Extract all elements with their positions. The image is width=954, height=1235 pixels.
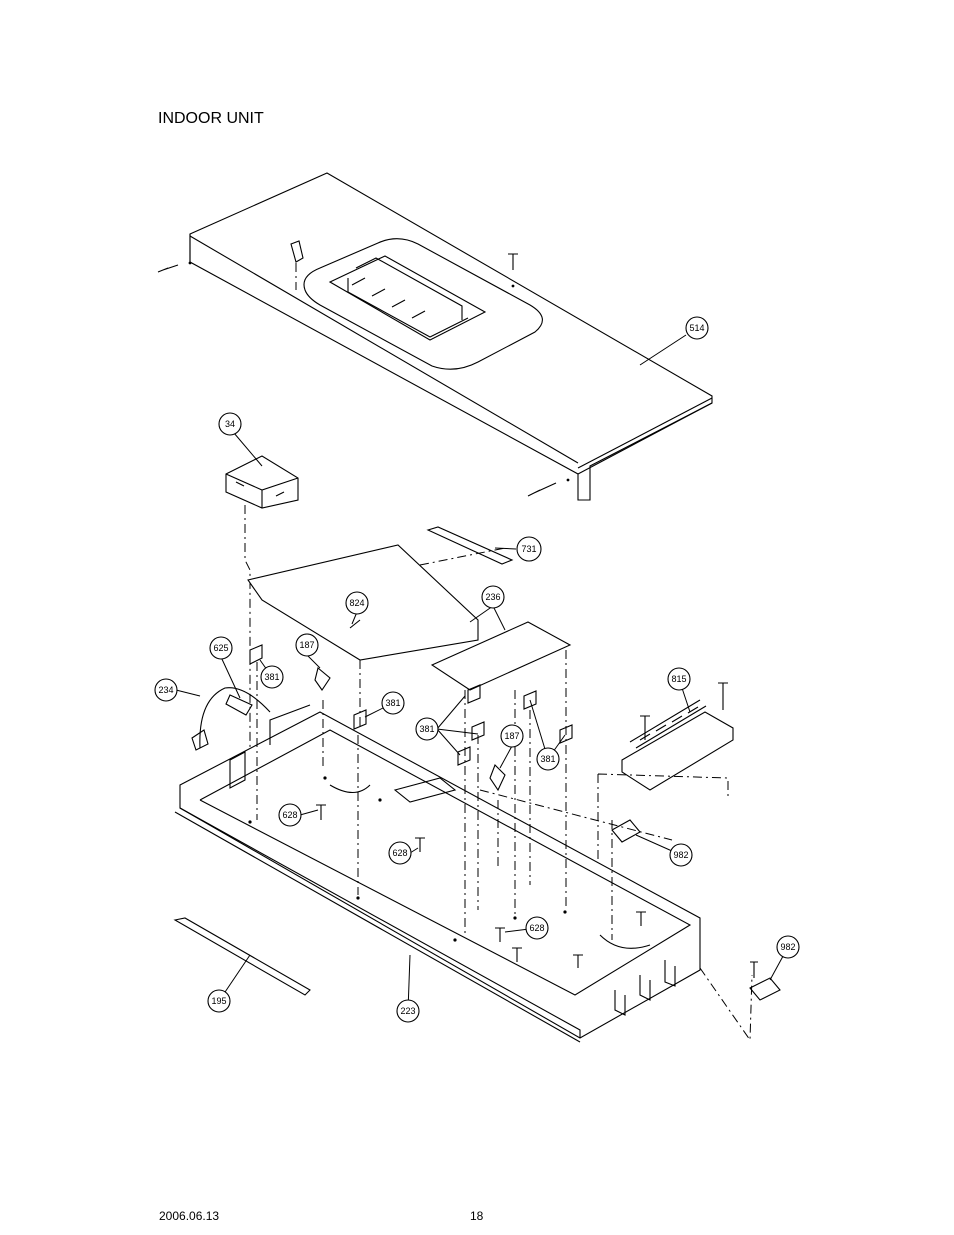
callout-824: 824: [345, 591, 369, 615]
callout-187: 187: [500, 724, 524, 748]
callout-label: 514: [689, 323, 704, 333]
callout-label: 731: [521, 544, 536, 554]
assembly-lines: [256, 650, 753, 1042]
callout-223: 223: [396, 999, 420, 1023]
callout-label: 815: [671, 674, 686, 684]
callout-label: 187: [299, 640, 314, 650]
callout-381: 381: [260, 665, 284, 689]
callout-label: 234: [158, 685, 173, 695]
screws: [316, 804, 646, 968]
callout-628: 628: [525, 916, 549, 940]
callout-label: 982: [673, 850, 688, 860]
callout-982: 982: [669, 843, 693, 867]
callout-label: 628: [282, 810, 297, 820]
callout-label: 381: [264, 672, 279, 682]
callout-187: 187: [295, 633, 319, 657]
callout-label: 195: [211, 996, 226, 1006]
callout-label: 628: [529, 923, 544, 933]
callout-label: 223: [400, 1006, 415, 1016]
electrical-box: [225, 455, 299, 820]
callout-label: 381: [419, 724, 434, 734]
cable-tie: [173, 917, 311, 996]
callout-label: 187: [504, 731, 519, 741]
callout-628: 628: [278, 803, 302, 827]
footer-date: 2006.06.13: [159, 1209, 220, 1223]
callout-label: 628: [392, 848, 407, 858]
wire-holders: [611, 819, 781, 1001]
clips: [249, 644, 573, 792]
callout-label: 625: [213, 643, 228, 653]
callout-label: 381: [385, 698, 400, 708]
callout-234: 234: [154, 678, 178, 702]
callout-815: 815: [667, 667, 691, 691]
callout-514: 514: [685, 316, 709, 340]
callout-label: 236: [485, 592, 500, 602]
callout-label: 824: [349, 598, 364, 608]
callout-34: 34: [218, 412, 242, 436]
callout-label: 381: [540, 754, 555, 764]
callout-381: 381: [536, 747, 560, 771]
callout-381: 381: [381, 691, 405, 715]
page-number: 18: [470, 1209, 484, 1223]
top-cover-panel: [157, 172, 713, 501]
thermistor-sensor: [191, 687, 271, 751]
callout-label: 982: [780, 942, 795, 952]
callout-628: 628: [388, 841, 412, 865]
callout-label: 34: [225, 419, 235, 429]
callout-982: 982: [776, 935, 800, 959]
callout-236: 236: [481, 585, 505, 609]
callout-625: 625: [209, 636, 233, 660]
callout-731: 731: [516, 536, 542, 562]
terminal-block: [597, 682, 734, 880]
mounting-rail: [419, 526, 514, 566]
control-board: [430, 621, 572, 691]
base-chassis: [174, 704, 701, 1043]
page-heading: INDOOR UNIT: [158, 110, 264, 127]
callout-195: 195: [207, 989, 231, 1013]
callout-381: 381: [415, 717, 439, 741]
